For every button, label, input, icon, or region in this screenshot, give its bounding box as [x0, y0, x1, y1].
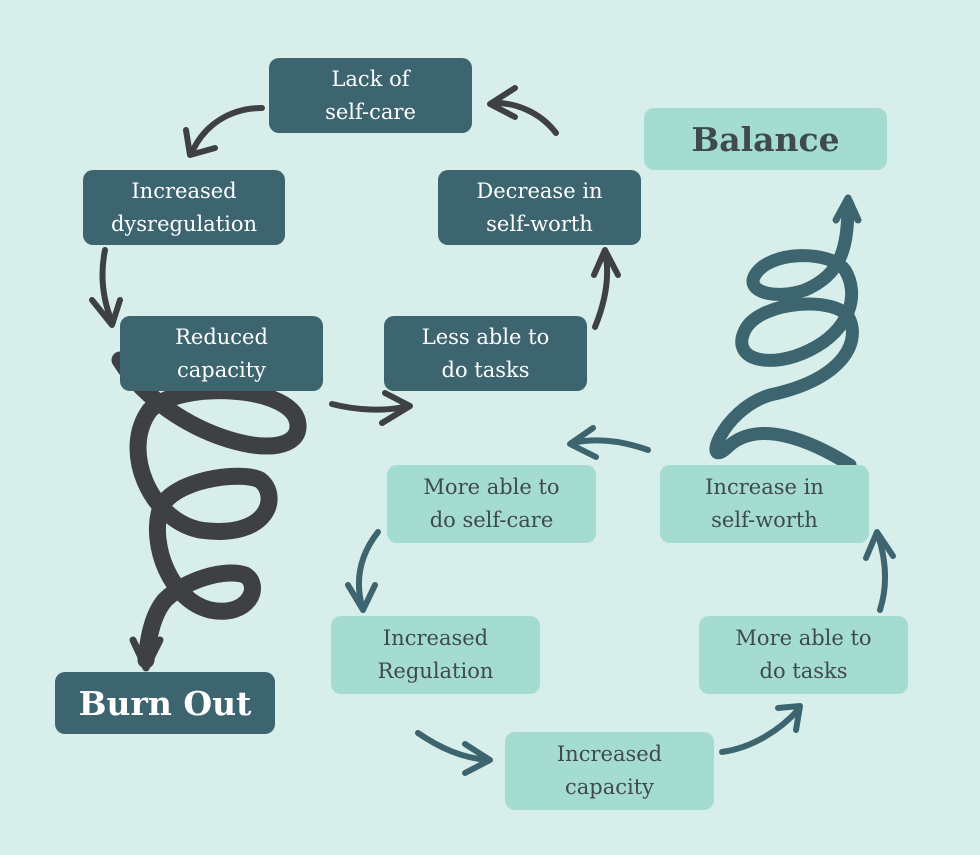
outcome-label: Balance	[691, 119, 840, 159]
node-line: Lack of	[331, 66, 410, 91]
node-line: self-worth	[711, 508, 818, 532]
balance-spiral	[709, 198, 859, 472]
node-increased-capacity: Increased capacity	[505, 732, 714, 810]
node-more-able-to-do-self-care: More able to do self-care	[387, 465, 596, 543]
outcome-label: Burn Out	[78, 683, 252, 723]
node-line: More able to	[735, 626, 872, 650]
outcome-burn-out: Burn Out	[55, 672, 275, 734]
node-line: self-care	[325, 99, 416, 124]
node-line: Increased	[382, 626, 489, 650]
arrow-capacity-to-tasks	[719, 703, 803, 755]
arrow-decrease-to-lack	[487, 85, 559, 136]
arrow-regulation-to-capacity	[415, 730, 493, 776]
node-line: Less able to	[421, 324, 550, 349]
node-less-able-to-do-tasks: Less able to do tasks	[384, 316, 587, 391]
balance-spiral-arrowhead	[832, 194, 862, 224]
node-reduced-capacity: Reduced capacity	[120, 316, 323, 391]
node-increase-in-self-worth: Increase in self-worth	[660, 465, 869, 543]
arrow-selfcare-to-regulation	[345, 529, 381, 613]
node-lack-of-self-care: Lack of self-care	[269, 58, 472, 133]
node-line: Decrease in	[476, 178, 603, 203]
node-increased-dysregulation: Increased dysregulation	[83, 170, 285, 245]
arrow-dysregulation-to-reduced	[89, 247, 123, 328]
node-line: do tasks	[441, 357, 530, 382]
arrow-worth-to-selfcare	[567, 425, 651, 460]
arrow-lack-to-dysregulation	[183, 105, 265, 158]
arrow-reduced-to-less	[329, 390, 413, 426]
arrow-tasks-to-worth	[863, 529, 896, 613]
node-line: Increase in	[705, 475, 824, 499]
node-line: capacity	[564, 775, 655, 799]
node-line: Reduced	[175, 324, 268, 349]
burnout-spiral-arrowhead	[129, 636, 164, 672]
node-line: do self-care	[429, 508, 554, 532]
node-line: Regulation	[377, 659, 494, 683]
burnout-spiral	[111, 351, 307, 669]
node-line: do tasks	[759, 659, 848, 683]
node-line: capacity	[176, 357, 267, 382]
arrow-less-to-decrease	[591, 247, 621, 330]
node-line: self-worth	[486, 211, 593, 236]
node-line: More able to	[423, 475, 560, 499]
outcome-balance: Balance	[644, 108, 887, 170]
node-increased-regulation: Increased Regulation	[331, 616, 540, 694]
node-line: Increased	[131, 178, 237, 203]
node-decrease-in-self-worth: Decrease in self-worth	[438, 170, 641, 245]
node-line: dysregulation	[110, 211, 258, 236]
node-more-able-to-do-tasks: More able to do tasks	[699, 616, 908, 694]
node-line: Increased	[556, 742, 663, 766]
